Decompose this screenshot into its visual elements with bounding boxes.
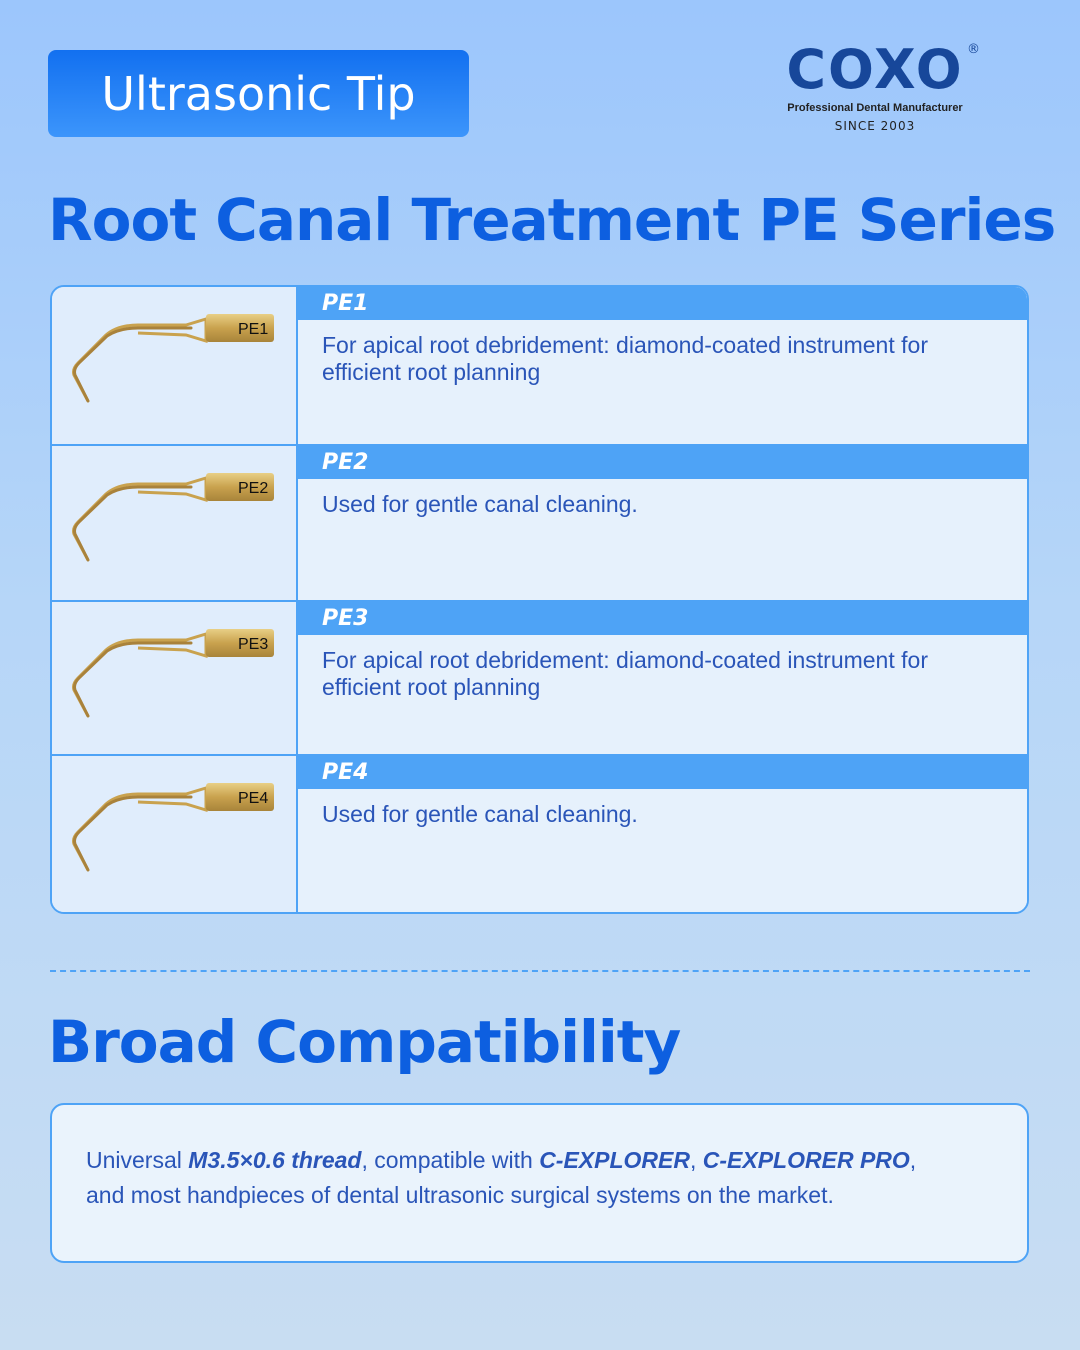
ultrasonic-tip-icon: PE2 xyxy=(72,473,274,562)
tip-label: PE2 xyxy=(238,480,268,497)
ultrasonic-tip-badge: Ultrasonic Tip xyxy=(48,50,469,137)
tip-description-cell: PE3 For apical root debridement: diamond… xyxy=(298,602,1027,754)
tip-description: For apical root debridement: diamond-coa… xyxy=(322,332,928,385)
divider xyxy=(50,970,1030,972)
registered-mark: ® xyxy=(967,42,980,57)
tip-description-cell: PE1 For apical root debridement: diamond… xyxy=(298,287,1027,444)
ultrasonic-tip-icon: PE4 xyxy=(72,783,274,872)
section-title-compatibility: Broad Compatibility xyxy=(48,1008,681,1076)
logo-tagline: Professional Dental Manufacturer xyxy=(787,102,963,114)
tip-description: Used for gentle canal cleaning. xyxy=(322,491,638,517)
tip-image: PE2 xyxy=(52,446,298,600)
tip-row-pe1: PE1 PE1 For apical root debridement: dia… xyxy=(52,287,1027,444)
compat-model: C-EXPLORER xyxy=(539,1147,690,1173)
tip-description-cell: PE2 Used for gentle canal cleaning. xyxy=(298,446,1027,600)
compat-text: Universal xyxy=(86,1147,189,1173)
ultrasonic-tip-icon: PE3 xyxy=(72,629,274,718)
compat-text: , xyxy=(909,1147,917,1173)
tip-row-pe4: PE4 PE4 Used for gentle canal cleaning. xyxy=(52,754,1027,912)
logo-since: SINCE 2003 xyxy=(834,119,916,133)
compat-model: C-EXPLORER PRO xyxy=(702,1147,910,1173)
logo-mark: COXO xyxy=(786,38,964,101)
ultrasonic-tip-icon: PE1 xyxy=(72,314,274,403)
compat-text: , compatible with xyxy=(361,1147,540,1173)
tip-name: PE3 xyxy=(298,602,1027,635)
tip-label: PE4 xyxy=(238,790,268,807)
tip-name: PE2 xyxy=(298,446,1027,479)
compat-text: , xyxy=(689,1147,703,1173)
tip-image: PE4 xyxy=(52,756,298,912)
compat-line2: and most handpieces of dental ultrasonic… xyxy=(86,1182,834,1208)
tip-description: For apical root debridement: diamond-coa… xyxy=(322,647,928,700)
tip-description-cell: PE4 Used for gentle canal cleaning. xyxy=(298,756,1027,912)
tips-table: PE1 PE1 For apical root debridement: dia… xyxy=(50,285,1029,914)
tip-label: PE1 xyxy=(238,321,268,338)
tip-image: PE3 xyxy=(52,602,298,754)
tip-name: PE4 xyxy=(298,756,1027,789)
tip-label: PE3 xyxy=(238,636,268,653)
tip-row-pe2: PE2 PE2 Used for gentle canal cleaning. xyxy=(52,444,1027,600)
section-title-pe-series: Root Canal Treatment PE Series xyxy=(48,186,1056,254)
tip-description: Used for gentle canal cleaning. xyxy=(322,801,638,827)
coxo-logo: COXO ® Professional Dental Manufacturer … xyxy=(770,38,980,134)
tip-image: PE1 xyxy=(52,287,298,444)
compatibility-box: Universal M3.5×0.6 thread, compatible wi… xyxy=(50,1103,1029,1263)
compat-thread: M3.5×0.6 thread xyxy=(188,1147,362,1173)
tip-row-pe3: PE3 PE3 For apical root debridement: dia… xyxy=(52,600,1027,754)
tip-name: PE1 xyxy=(298,287,1027,320)
